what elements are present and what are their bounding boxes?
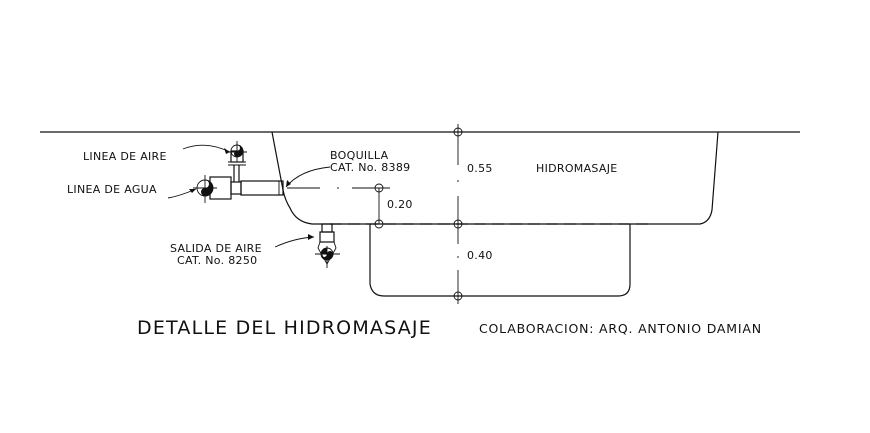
label-air-line: LINEA DE AIRE — [83, 150, 167, 163]
drawing-credit: COLABORACION: ARQ. ANTONIO DAMIAN — [479, 321, 762, 336]
tub-upper-outline — [271, 131, 719, 225]
nozzle-pipe — [240, 180, 284, 196]
label-nozzle: BOQUILLA — [330, 149, 389, 162]
dim-marker-nozzle-base — [374, 219, 384, 229]
dim-marker-top — [453, 127, 463, 137]
label-water-line: LINEA DE AGUA — [67, 183, 157, 196]
label-air-outlet: SALIDA DE AIRE — [170, 242, 262, 255]
tub-lower-outline — [369, 224, 631, 297]
leader-air-line — [182, 144, 231, 153]
air-outlet-neck — [321, 223, 333, 233]
drawing-title: DETALLE DEL HIDROMASAJE — [137, 317, 432, 339]
dim-marker-mid — [453, 219, 463, 229]
arrowhead — [189, 189, 196, 193]
label-air-outlet-cat: CAT. No. 8250 — [177, 254, 257, 267]
label-nozzle-cat: CAT. No. 8389 — [330, 161, 410, 174]
dim-marker-bottom — [453, 291, 463, 301]
tee-fitting — [230, 181, 242, 195]
leader-nozzle — [285, 166, 331, 188]
tub-label: HIDROMASAJE — [536, 162, 618, 175]
air-outlet-icon — [315, 241, 340, 268]
arrowhead — [286, 180, 291, 187]
dim-nozzle-height: 0.20 — [387, 198, 413, 211]
dim-upper-depth: 0.55 — [467, 162, 493, 175]
arrowhead — [308, 234, 314, 240]
air-valve-icon — [228, 141, 247, 162]
dim-lower-depth: 0.40 — [467, 249, 493, 262]
water-valve-icon — [193, 175, 217, 203]
arrowhead — [224, 148, 230, 154]
nozzle-flange — [278, 180, 284, 196]
air-outlet-body — [319, 231, 335, 243]
